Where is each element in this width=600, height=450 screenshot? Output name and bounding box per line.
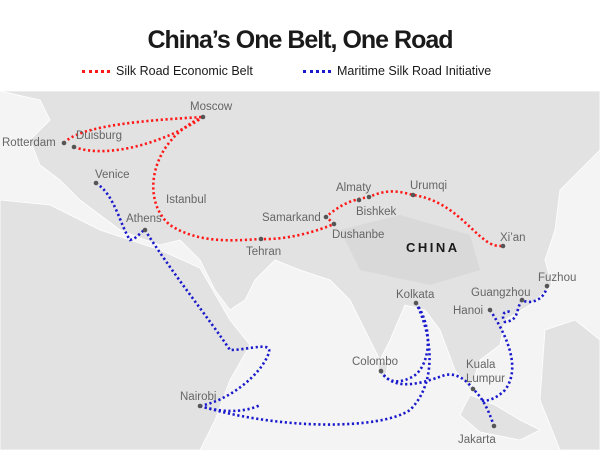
city-label-jakarta: Jakarta — [458, 434, 496, 446]
city-label-venice: Venice — [95, 169, 130, 181]
city-dot-hanoi — [487, 307, 493, 313]
city-label-athens: Athens — [126, 213, 162, 225]
country-label-china: CHINA — [406, 240, 460, 255]
city-label-tehran: Tehran — [246, 246, 281, 258]
city-dot-colombo — [378, 368, 384, 374]
city-label-kolkata: Kolkata — [396, 289, 435, 301]
city-dot-athens — [142, 227, 148, 233]
city-dot-urumqi — [410, 192, 416, 198]
city-dot-kolkata — [413, 300, 419, 306]
city-label-urumqi: Urumqi — [410, 180, 447, 192]
city-label-colombo: Colombo — [352, 356, 398, 368]
city-label-duisburg: Duisburg — [76, 130, 122, 142]
city-dot-duisburg — [71, 144, 77, 150]
himalaya-relief — [340, 215, 480, 285]
city-dot-bishkek — [366, 194, 372, 200]
city-dot-xian — [500, 243, 506, 249]
city-label-lumpur: Lumpur — [466, 373, 505, 385]
city-label-samarkand: Samarkand — [262, 212, 321, 224]
city-dot-jakarta — [491, 423, 497, 429]
africa — [0, 199, 251, 450]
city-dot-samarkand — [323, 214, 329, 220]
maritime-route-fuzhou-guangzhou — [501, 285, 549, 324]
city-label-moscow: Moscow — [190, 101, 233, 113]
city-label-guangzhou: Guangzhou — [471, 287, 530, 299]
silk-road-route-duisburg-moscow — [73, 115, 204, 153]
city-label-istanbul: Istanbul — [166, 194, 206, 206]
maritime-route-athens-nairobi — [143, 229, 271, 408]
legend-item-maritime: Maritime Silk Road Initiative — [303, 64, 491, 78]
city-label-almaty: Almaty — [336, 182, 371, 194]
maritime-route-nairobi-east — [199, 403, 261, 413]
blue-dotted-line-swatch — [303, 69, 331, 73]
map-title: China’s One Belt, One Road — [147, 26, 453, 54]
city-dot-venice — [93, 180, 99, 186]
city-dot-kuala — [470, 386, 476, 392]
city-dot-dushanbe — [331, 221, 337, 227]
landmasses — [0, 91, 600, 450]
city-label-fuzhou: Fuzhou — [538, 272, 576, 284]
maritime-route-kolkata-colombo — [379, 302, 430, 383]
silk-road-route-rotterdam-moscow — [63, 115, 204, 144]
legend-item-silk-road: Silk Road Economic Belt — [82, 64, 253, 78]
city-dot-nairobi — [197, 403, 203, 409]
city-dot-moscow — [200, 114, 206, 120]
eurasia — [0, 91, 600, 391]
red-dotted-line-swatch — [82, 69, 110, 73]
city-label-nairobi: Nairobi — [180, 391, 216, 403]
city-label-xian: Xi’an — [500, 232, 526, 244]
legend-label: Maritime Silk Road Initiative — [337, 64, 492, 78]
city-label-hanoi: Hanoi — [453, 305, 483, 317]
legend-label: Silk Road Economic Belt — [116, 64, 253, 78]
indonesia — [459, 394, 541, 441]
city-dot-fuzhou — [544, 283, 550, 289]
city-dot-almaty — [356, 197, 362, 203]
city-label-dushanbe: Dushanbe — [332, 229, 384, 241]
city-dot-rotterdam — [61, 140, 67, 146]
city-dot-guangzhou — [519, 297, 525, 303]
city-label-rotterdam: Rotterdam — [2, 137, 56, 149]
city-label-bishkek: Bishkek — [356, 206, 397, 218]
city-dot-tehran — [258, 236, 264, 242]
city-label-kuala: Kuala — [466, 359, 496, 371]
borneo-philippines — [539, 319, 600, 450]
